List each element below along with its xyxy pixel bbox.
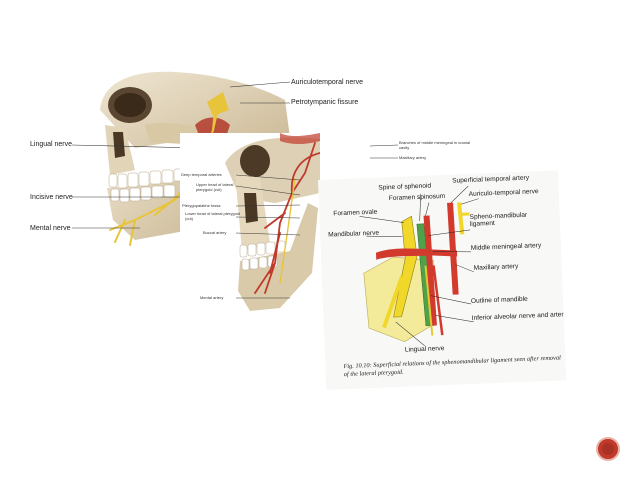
label-petrotympanic-fissure: Petrotympanic fissure	[291, 99, 359, 106]
label-branches-middle-meningeal: Branches of middle meningeal in cranial …	[399, 140, 470, 150]
label-incisive-nerve: Incisive nerve	[30, 194, 73, 201]
label-auriculotemporal-nerve: Auriculotemporal nerve	[291, 79, 363, 86]
label-mental-nerve: Mental nerve	[30, 225, 71, 232]
next-slide-button[interactable]	[596, 437, 620, 461]
label-spheno-mandibular-ligament: Spheno-mandibular ligament	[469, 211, 528, 229]
label-pterygopalatine-fossa: Pterygopalatine fossa	[182, 203, 221, 208]
textbook-figure: Spine of sphenoid Superficial temporal a…	[318, 170, 567, 390]
label-deep-temporal-arteries: Deep temporal arteries	[181, 172, 222, 177]
label-buccal-artery: Buccal artery	[203, 230, 227, 235]
label-mental-artery: Mental artery	[200, 295, 224, 300]
skull-artery-illustration	[180, 133, 320, 313]
label-upper-head-lateral-pterygoid: Upper head of lateral pterygoid (cut)	[196, 182, 234, 192]
label-lingual-nerve: Lingual nerve	[30, 141, 73, 148]
label-lower-head-lateral-pterygoid: Lower head of lateral pterygoid (cut)	[185, 211, 240, 221]
skull-nerve-illustration	[95, 70, 295, 255]
label-maxillary-artery: Maxillary artery	[399, 155, 427, 160]
circle-icon	[602, 443, 614, 455]
